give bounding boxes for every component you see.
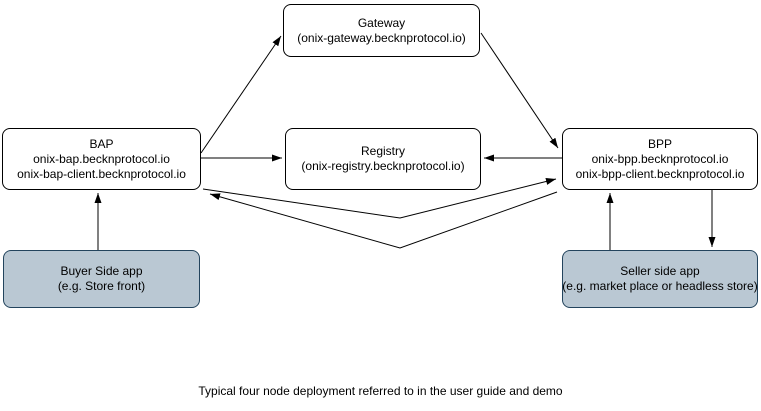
node-bap: BAP onix-bap.becknprotocol.io onix-bap-c… <box>2 128 201 190</box>
buyer-app-title: Buyer Side app <box>60 264 143 278</box>
arrow-bpp-to-bap <box>209 191 558 249</box>
bap-client-url: onix-bap-client.becknprotocol.io <box>17 166 186 181</box>
node-seller-side-app: Seller side app (e.g. market place or he… <box>562 250 758 308</box>
arrow-bap-to-bpp <box>202 178 557 219</box>
buyer-app-subtitle: (e.g. Store front) <box>57 279 146 293</box>
bpp-title: BPP <box>647 136 672 151</box>
registry-subtitle: (onix-registry.becknprotocol.io) <box>301 159 465 173</box>
node-bpp: BPP onix-bpp.becknprotocol.io onix-bpp-c… <box>562 128 758 190</box>
gateway-subtitle: (onix-gateway.becknprotocol.io) <box>297 30 466 45</box>
seller-app-title: Seller side app <box>620 264 700 278</box>
diagram-caption: Typical four node deployment referred to… <box>198 384 563 398</box>
node-registry: Registry (onix-registry.becknprotocol.io… <box>285 128 481 190</box>
gateway-title: Gateway <box>357 15 406 30</box>
node-buyer-side-app: Buyer Side app (e.g. Store front) <box>3 250 200 308</box>
bpp-url: onix-bpp.becknprotocol.io <box>591 151 729 166</box>
seller-app-subtitle: (e.g. market place or headless store) <box>562 279 758 293</box>
bpp-client-url: onix-bpp-client.becknprotocol.io <box>575 166 745 181</box>
arrow-gateway-to-bpp <box>480 32 559 149</box>
node-gateway: Gateway (onix-gateway.becknprotocol.io) <box>283 4 480 57</box>
arrow-bap-to-gateway <box>200 35 282 154</box>
bap-title: BAP <box>89 136 114 151</box>
bap-url: onix-bap.becknprotocol.io <box>33 151 170 166</box>
registry-title: Registry <box>360 144 405 158</box>
